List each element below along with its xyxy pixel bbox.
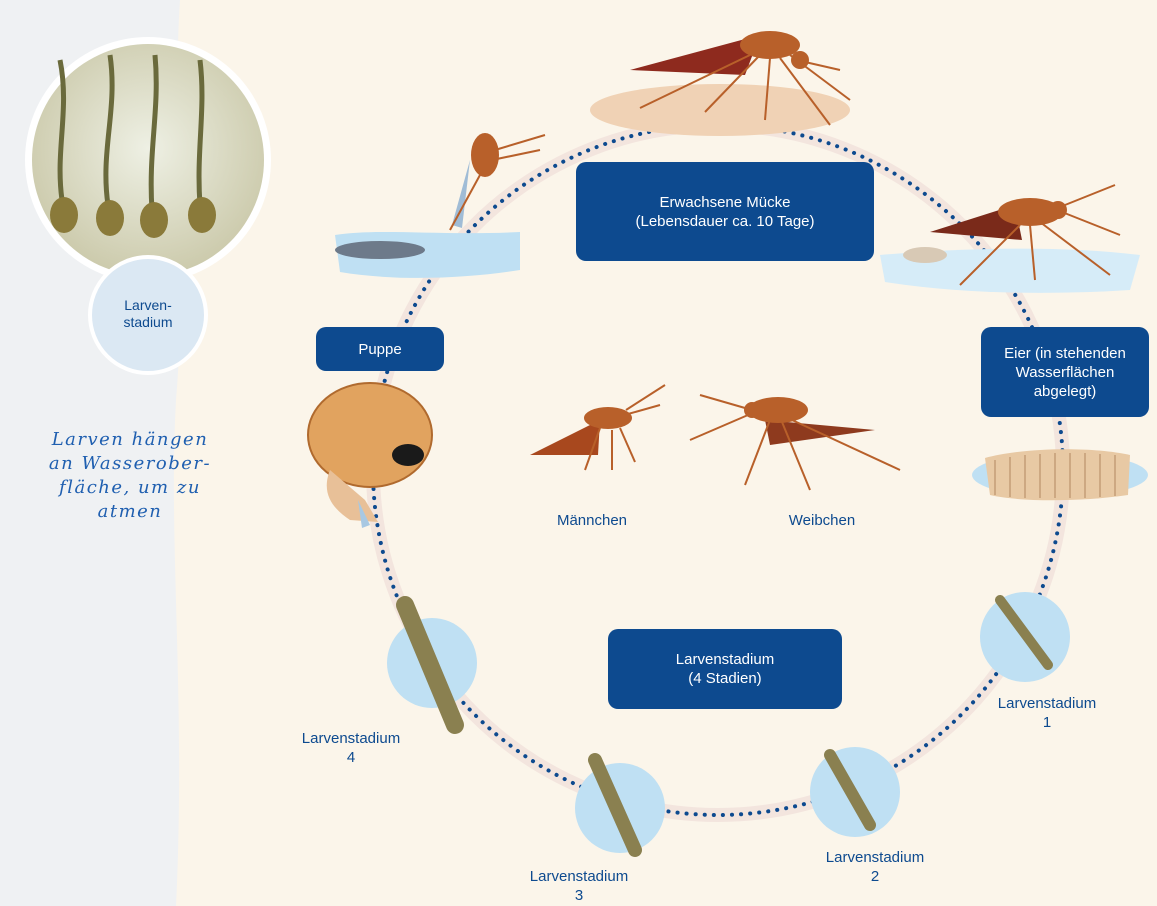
adult-mosquito-top [590, 31, 850, 136]
larva-3-label: Larvenstadium 3 [512, 867, 646, 905]
egg-laying-mosquito [880, 185, 1140, 293]
photo-label: Larven- stadium [96, 297, 200, 331]
emerging-mosquito [335, 133, 545, 278]
eggs-box: Eier (in stehenden Wasserflächen abgeleg… [981, 327, 1149, 417]
male-mosquito [530, 385, 665, 470]
female-label: Weibchen [772, 511, 872, 530]
larva-1-label: Larvenstadium 1 [980, 694, 1114, 732]
larva-2-label: Larvenstadium 2 [808, 848, 942, 886]
female-mosquito [690, 395, 900, 490]
larva-stage-3 [575, 760, 665, 853]
larva-stage-2 [810, 747, 900, 837]
larvae-photo [25, 37, 271, 283]
pupa-box: Puppe [316, 327, 444, 371]
larva-stages-box: Larvenstadium (4 Stadien) [608, 629, 842, 709]
larva-stage-1 [980, 592, 1070, 682]
handwritten-note: Larven hängen an Wasserober- fläche, um … [20, 428, 240, 524]
male-label: Männchen [536, 511, 648, 530]
adult-mosquito-box: Erwachsene Mücke (Lebensdauer ca. 10 Tag… [576, 162, 874, 261]
egg-raft [972, 449, 1148, 500]
larva-4-label: Larvenstadium 4 [284, 729, 418, 767]
